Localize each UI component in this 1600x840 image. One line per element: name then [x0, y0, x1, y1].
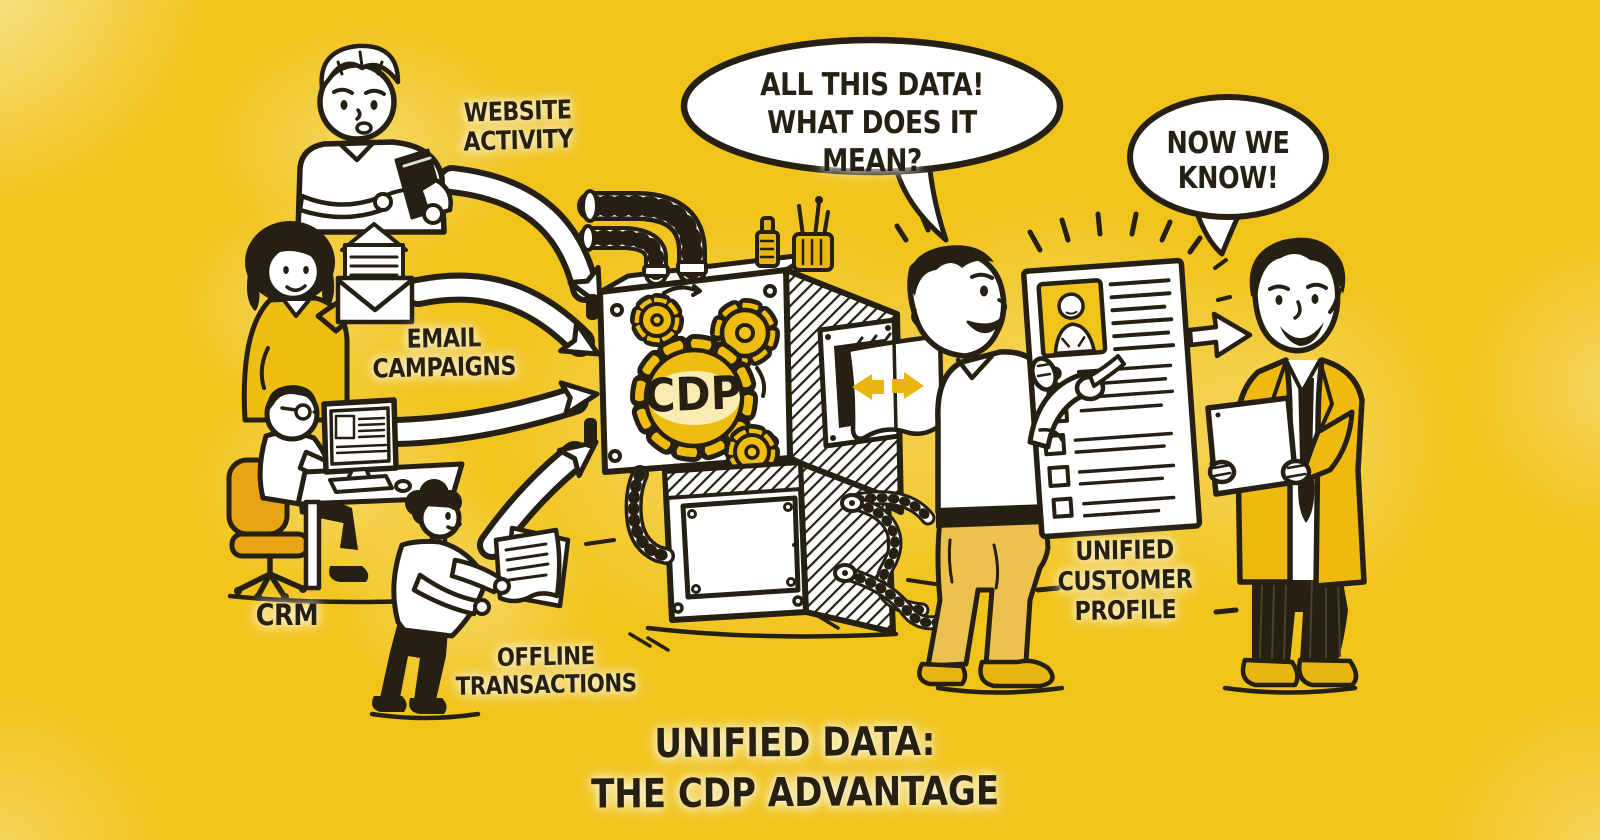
label-unified-customer-profile: UNIFIED CUSTOMER PROFILE: [1039, 534, 1210, 628]
label-line: CUSTOMER: [1057, 564, 1193, 598]
shoe: [1297, 657, 1359, 688]
worried-mouth: [355, 121, 373, 135]
exhaust-pipes: [577, 189, 708, 286]
label-website-activity: WEBSITE ACTIVITY: [441, 95, 595, 159]
label-line: PROFILE: [1074, 595, 1177, 628]
arrow-offline-to-cdp: [477, 439, 599, 560]
sync-arrows-icon: [852, 372, 924, 400]
machine-lower-cabinet: [662, 460, 896, 635]
gear-medium: [710, 298, 780, 368]
paper-documents: [493, 525, 571, 609]
speech-bubble-answer: [1127, 94, 1329, 257]
label-email-campaigns: EMAIL CAMPAIGNS: [367, 323, 521, 384]
label-line: UNIFIED: [1075, 534, 1174, 568]
shoe: [329, 566, 369, 582]
arrow-profile-to-businessman: [1187, 311, 1253, 359]
speech-bubble-answer-text: NOW WE KNOW!: [1152, 126, 1305, 197]
profile-document: [1021, 257, 1203, 540]
bubble-tail: [893, 165, 949, 243]
arrow-email-to-cdp: [403, 272, 601, 357]
glasses: [294, 403, 312, 421]
bubble-line: ALL THIS DATA!: [760, 67, 984, 103]
person-marketer: [907, 245, 1055, 689]
hair: [909, 245, 994, 296]
keyboard: [328, 474, 394, 494]
smiling-mouth: [1280, 322, 1324, 346]
label-line: CRM: [255, 598, 319, 632]
person-email-woman: [241, 221, 415, 423]
marketer-hands: [1027, 354, 1126, 450]
tie: [1298, 378, 1315, 523]
gear-small-top: [630, 293, 684, 347]
cdp-machine: [577, 189, 966, 635]
side-pipe: [624, 465, 675, 565]
mouse: [394, 479, 412, 493]
cables: [833, 490, 952, 631]
output-receipt: [845, 308, 966, 441]
top-knob: [755, 216, 780, 268]
index-finger: [1088, 354, 1126, 388]
shoe: [1240, 657, 1300, 688]
pointing-hand: [373, 192, 393, 212]
bubble-line: KNOW!: [1177, 161, 1279, 197]
title-line: THE CDP ADVANTAGE: [591, 767, 1000, 818]
speech-bubble-question-text: ALL THIS DATA! WHAT DOES IT MEAN?: [719, 67, 1025, 180]
label-offline-transactions: OFFLINE TRANSACTIONS: [452, 641, 640, 701]
person-website-visitor: [295, 43, 453, 235]
checkbox: [1051, 496, 1074, 519]
profile-label-dashes: [1035, 585, 1239, 615]
person-businessman: [1205, 237, 1367, 688]
worried-eyebrows: [332, 87, 386, 96]
envelope-icon: [335, 222, 415, 325]
bubble-tail: [1193, 207, 1243, 257]
smiling-mouth: [966, 314, 1006, 333]
speech-bubble-question: [680, 36, 1064, 243]
checkbox: [1047, 464, 1071, 489]
label-crm: CRM: [234, 598, 340, 632]
hair: [1249, 237, 1346, 298]
pencil-cup: [792, 196, 834, 272]
shoe: [917, 661, 968, 687]
title-line: UNIFIED DATA:: [654, 718, 936, 768]
label-line: ACTIVITY: [463, 124, 574, 158]
profile-text-lines: [1073, 278, 1176, 518]
flow-arrows: [381, 165, 603, 560]
shoe: [372, 696, 407, 712]
eyebrows: [1268, 282, 1328, 291]
blouse: [241, 295, 350, 423]
shoe: [409, 698, 447, 714]
profile-photo: [1036, 278, 1108, 359]
pants: [925, 513, 1051, 669]
arrow-crm-to-cdp: [381, 380, 600, 447]
cdp-machine-label: CDP: [643, 365, 743, 423]
label-line: CAMPAIGNS: [372, 351, 517, 385]
hair: [267, 385, 318, 412]
belt: [936, 504, 1048, 528]
label-line: EMAIL: [406, 323, 482, 355]
page-title: UNIFIED DATA: THE CDP ADVANTAGE: [455, 716, 1136, 821]
sleeve: [1297, 409, 1355, 485]
desktop-computer: [321, 397, 412, 494]
bubble-line: WHAT DOES IT MEAN?: [767, 104, 977, 179]
shoe: [978, 658, 1055, 689]
gear-large-cdp: [630, 334, 758, 462]
person-offline-boy: [372, 479, 571, 714]
person-crm-desk: [226, 385, 465, 601]
hair: [319, 43, 401, 91]
teeth: [1284, 321, 1320, 332]
holding-hand: [422, 203, 444, 225]
pants: [380, 622, 448, 700]
striped-pants: [1252, 576, 1348, 662]
label-line: TRANSACTIONS: [455, 668, 637, 701]
bubble-line: NOW WE: [1166, 126, 1290, 161]
